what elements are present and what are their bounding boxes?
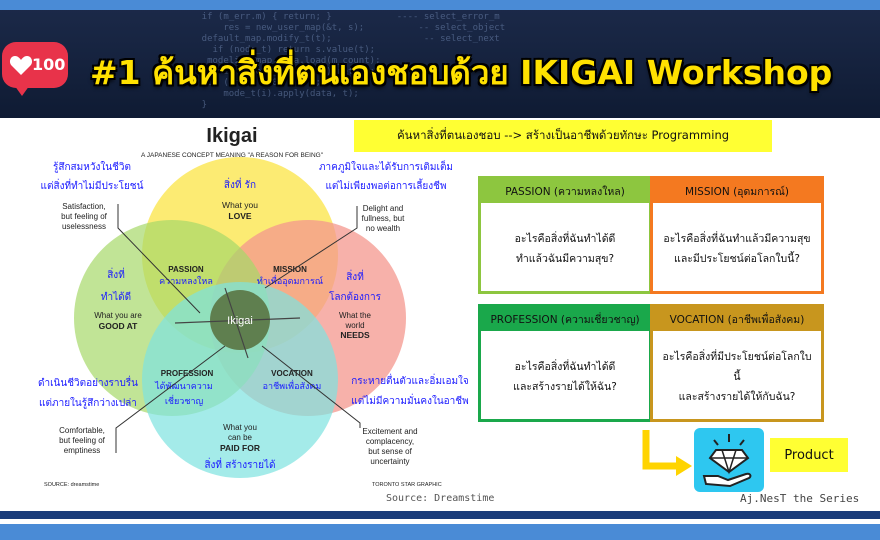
vocation-label: VOCATION: [271, 369, 313, 378]
ikigai-venn-diagram: Ikigai A JAPANESE CONCEPT MEANING "A REA…: [38, 125, 469, 488]
good-at-thai2: ทำได้ดี: [101, 291, 131, 303]
profession-thai1: ได้พัฒนาความ: [154, 381, 213, 392]
paid-line3: PAID FOR: [220, 443, 260, 453]
note-tl-en2: but feeling of: [61, 212, 108, 221]
vocation-card-line2: และสร้างรายได้ให้กับฉัน?: [678, 391, 796, 403]
passion-card-line1: อะไรคือสิ่งที่ฉันทำได้ดี: [514, 233, 616, 245]
mission-card: MISSION (อุดมการณ์) อะไรคือสิ่งที่ฉันทำแ…: [650, 176, 824, 294]
paid-line1: What you: [223, 423, 257, 432]
passion-card: PASSION (ความหลงใหล) อะไรคือสิ่งที่ฉันทำ…: [478, 176, 652, 294]
note-br-thai1: กระหายตื่นตัวและอิ่มเอมใจ: [351, 373, 469, 387]
profession-card-body: อะไรคือสิ่งที่ฉันทำได้ดี และสร้างรายได้ใ…: [481, 335, 649, 419]
note-br-thai2: แต่ไม่มีความมั่นคงในอาชีพ: [351, 393, 468, 407]
love-thai: สิ่งที่ รัก: [224, 177, 256, 191]
note-tr-thai2: แต่ไม่เพียงพอต่อการเลี้ยงชีพ: [325, 178, 446, 192]
note-br-en3: but sense of: [368, 447, 412, 456]
vocation-card-line1: อะไรคือสิ่งที่มีประโยชน์ต่อโลกใบนี้: [662, 351, 812, 383]
paid-circle: [142, 282, 338, 478]
ikigai-subtitle: A JAPANESE CONCEPT MEANING "A REASON FOR…: [141, 152, 324, 159]
profession-thai2: เชี่ยวชาญ: [165, 394, 204, 407]
mission-thai: ทำเพื่ออุดมการณ์: [257, 274, 323, 287]
like-badge: 100: [2, 42, 68, 96]
badge-count: 100: [32, 55, 66, 74]
center-label: Ikigai: [227, 315, 253, 327]
diagonal-line-b: [224, 287, 249, 359]
note-bl-en2: but feeling of: [59, 436, 106, 445]
passion-card-header: PASSION (ความหลงใหล): [481, 179, 649, 203]
note-tr-thai1: ภาคภูมิใจและได้รับการเติมเต็ม: [319, 159, 453, 173]
needs-thai1: สิ่งที่: [346, 269, 364, 283]
series-caption: Aj.NesT the Series: [740, 492, 860, 505]
passion-card-body: อะไรคือสิ่งที่ฉันทำได้ดี ทำแล้วฉันมีความ…: [481, 207, 649, 291]
mission-label: MISSION: [273, 265, 307, 274]
profession-card-line2: และสร้างรายได้ให้ฉัน?: [513, 381, 617, 393]
vocation-card-body: อะไรคือสิ่งที่มีประโยชน์ต่อโลกใบนี้ และส…: [653, 335, 821, 419]
note-br-en4: uncertainty: [370, 457, 409, 466]
ikigai-title: Ikigai: [206, 125, 257, 147]
source-left: SOURCE: dreamstime: [44, 482, 99, 488]
needs-thai2: โลกต้องการ: [329, 290, 382, 303]
note-tr-en1: Delight and: [363, 204, 403, 213]
good-at-thai1: สิ่งที่: [107, 267, 125, 281]
mission-card-line2: และมีประโยชน์ต่อโลกใบนี้?: [674, 253, 800, 265]
arrow-right-icon: [642, 430, 692, 476]
mission-card-header: MISSION (อุดมการณ์): [653, 179, 821, 203]
passion-label: PASSION: [168, 265, 204, 274]
note-tr-en2: fullness, but: [362, 214, 405, 223]
love-line1: What you: [222, 200, 258, 210]
note-br-en2: complacency,: [366, 437, 414, 446]
love-line2: LOVE: [228, 211, 251, 221]
note-tl-en3: uselessness: [62, 222, 106, 231]
note-br-en1: Excitement and: [362, 427, 417, 436]
source-right: TORONTO STAR GRAPHIC: [372, 482, 442, 488]
code-background: if (m_err.m) { return; } ---- select_err…: [201, 12, 506, 110]
note-bl-pointer: [115, 345, 226, 453]
note-tl-thai1: รู้สึกสมหวังในชีวิต: [53, 161, 131, 173]
good-at-line2: GOOD AT: [99, 321, 139, 331]
footer-stripe-dark: [0, 511, 880, 519]
note-tl-pointer: [117, 204, 201, 314]
vocation-thai: อาชีพเพื่อสังคม: [263, 379, 322, 392]
profession-card: PROFESSION (ความเชี่ยวชาญ) อะไรคือสิ่งที…: [478, 304, 652, 422]
note-bl-thai1: ดำเนินชีวิตอย่างราบรื่น: [38, 375, 138, 389]
good-at-line1: What you are: [94, 311, 142, 320]
note-tl-en1: Satisfaction,: [62, 202, 106, 211]
note-tr-pointer: [264, 206, 358, 289]
paid-line2: can be: [228, 433, 253, 442]
page-title: #1 ค้นหาสิ่งที่ตนเองชอบด้วย IKIGAI Works…: [90, 53, 833, 92]
source-caption: Source: Dreamstime: [386, 493, 495, 504]
heart-icon: [9, 56, 33, 75]
needs-line3: NEEDS: [340, 330, 370, 340]
passion-thai: ความหลงใหล: [159, 276, 213, 287]
profession-label: PROFESSION: [161, 369, 214, 378]
diagonal-line-a: [174, 317, 301, 324]
diamond-hand-icon: [694, 428, 764, 492]
vocation-card-header: VOCATION (อาชีพเพื่อสังคม): [653, 307, 821, 331]
note-tl-thai2: แต่สิ่งที่ทำไม่มีประโยชน์: [41, 178, 144, 192]
paid-thai: สิ่งที่ สร้างรายได้: [204, 457, 275, 471]
mission-card-line1: อะไรคือสิ่งที่ฉันทำแล้วมีความสุข: [663, 233, 811, 245]
profession-card-line1: อะไรคือสิ่งที่ฉันทำได้ดี: [514, 361, 616, 373]
profession-card-header: PROFESSION (ความเชี่ยวชาญ): [481, 307, 649, 331]
vocation-card: VOCATION (อาชีพเพื่อสังคม) อะไรคือสิ่งที…: [650, 304, 824, 422]
note-tr-en3: no wealth: [366, 224, 400, 233]
passion-card-line2: ทำแล้วฉันมีความสุข?: [515, 253, 615, 265]
note-bl-thai2: แต่ภายในรู้สึกว่างเปล่า: [39, 397, 137, 409]
needs-line2: world: [344, 321, 364, 330]
title-banner: if (m_err.m) { return; } ---- select_err…: [0, 0, 880, 118]
banner-top-stripe: [0, 0, 880, 10]
mission-card-body: อะไรคือสิ่งที่ฉันทำแล้วมีความสุข และมีปร…: [653, 207, 821, 291]
footer-stripe-light: [0, 524, 880, 540]
badge-tail: [12, 82, 32, 96]
note-bl-en3: emptiness: [64, 446, 100, 455]
note-bl-en1: Comfortable,: [59, 426, 105, 435]
programming-banner: ค้นหาสิ่งที่ตนเองชอบ --> สร้างเป็นอาชีพด…: [354, 120, 772, 152]
product-label: Product: [770, 438, 848, 472]
note-br-pointer: [261, 345, 361, 428]
needs-line1: What the: [339, 311, 372, 320]
